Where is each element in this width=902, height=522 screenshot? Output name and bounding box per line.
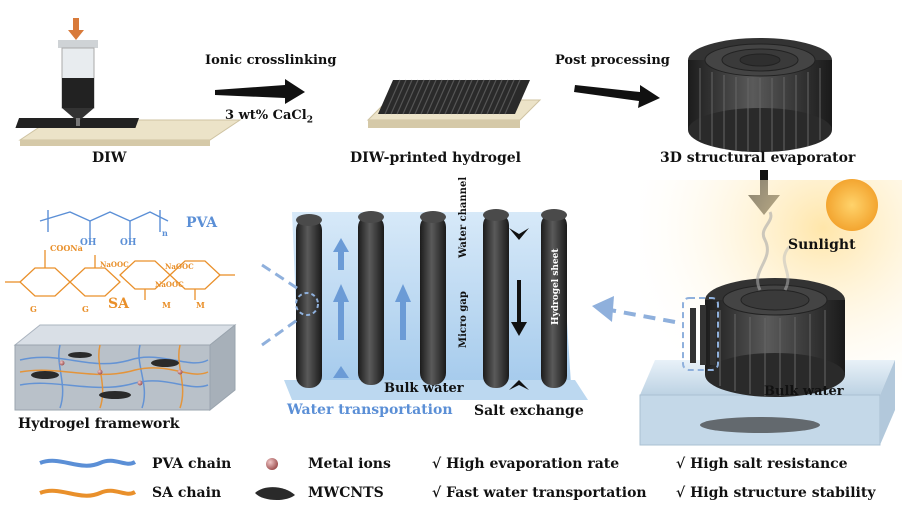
legend-sa-chain: SA chain [152,485,222,501]
crosslinking-label: Ionic crosslinking [205,53,337,68]
metal-ion-swatch [266,458,278,470]
center-bulk-water-label: Bulk water [384,381,464,396]
pva-label: PVA [186,215,218,231]
cacl2-main: 3 wt% CaCl [225,108,307,123]
legend-pva-chain: PVA chain [152,456,232,472]
m-label-1: M [162,300,171,310]
hydrogel-framework-block [13,323,237,412]
feature-salt-resistance: √ High salt resistance [676,456,848,472]
cacl2-label: 3 wt% CaCl2 [225,108,313,126]
feature-fast-transport: √ Fast water transportation [432,485,647,501]
arrow-post-processing [574,85,660,108]
g-label-2: G [82,304,89,314]
pva-chain-swatch [39,458,137,468]
diw-label: DIW [92,150,127,166]
legend-metal-ions: Metal ions [308,456,391,472]
mwcnts-swatch [255,487,295,501]
naooc-label-3: NaOOC [155,280,184,289]
pva-structure [39,210,169,238]
arrow-crosslinking [215,79,305,104]
water-transportation-label: Water transportation [287,402,453,418]
sa-chain-swatch [39,488,137,498]
oh-label-2: OH [120,238,137,248]
water-channel-label: Water channel [458,176,469,258]
dashed-arrow-zoom [592,296,676,324]
oh-label-1: OH [80,238,97,248]
feature-high-evaporation: √ High evaporation rate [432,456,620,472]
naooc-label-1: NaOOC [100,260,129,269]
legend-mwcnts: MWCNTS [308,485,384,501]
printed-hydrogel-illustration [366,79,542,128]
right-bulk-water-label: Bulk water [764,384,844,399]
g-label-1: G [30,304,37,314]
cacl2-sub: 2 [306,115,313,126]
evaporator-roll-illustration [688,38,832,152]
printed-hydrogel-label: DIW-printed hydrogel [350,150,521,166]
feature-structure-stability: √ High structure stability [676,485,876,501]
micro-gap-label: Micro gap [458,291,469,348]
post-processing-label: Post processing [555,53,670,68]
water-transport-illustration [261,209,588,400]
sa-label: SA [108,296,129,312]
naooc-label-2: NaOOC [165,262,194,271]
legend-swatches [39,458,295,501]
evaporator-label: 3D structural evaporator [660,150,856,166]
evaporator-in-water-illustration [639,211,895,446]
hydrogel-sheet-label: Hydrogel sheet [551,248,561,325]
diw-printer-illustration [15,18,242,146]
sa-structure [5,250,235,300]
sunlight-label: Sunlight [788,237,856,253]
salt-exchange-label: Salt exchange [474,403,584,419]
framework-label: Hydrogel framework [18,416,180,432]
coona-label: COONa [50,243,83,253]
m-label-2: M [196,300,205,310]
n-subscript: n [162,228,168,238]
